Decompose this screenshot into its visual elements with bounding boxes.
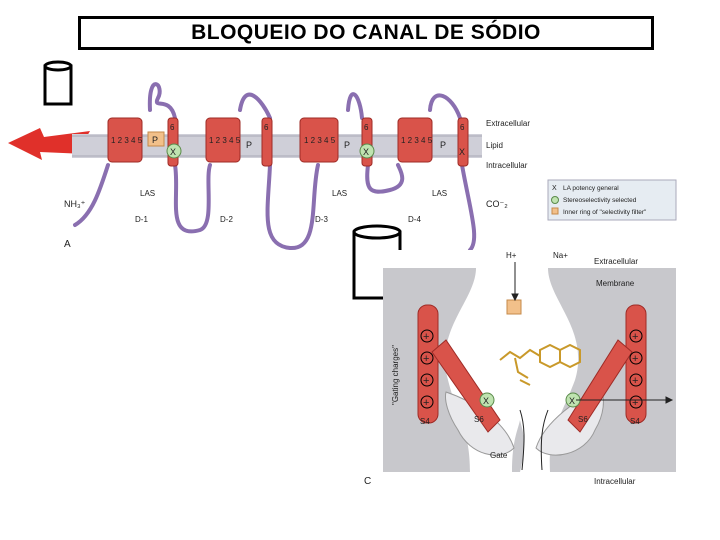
ion-na-label: Na+ bbox=[553, 251, 568, 260]
p-label-d2: P bbox=[246, 140, 252, 150]
slide-title: BLOQUEIO DO CANAL DE SÓDIO bbox=[191, 21, 541, 44]
s6-label-right: S6 bbox=[578, 415, 588, 424]
title-box: BLOQUEIO DO CANAL DE SÓDIO bbox=[78, 16, 654, 50]
pore-square-marker-c bbox=[506, 299, 522, 315]
panel-a-helices bbox=[107, 117, 469, 167]
panel-a-label: A bbox=[64, 239, 71, 250]
domain-1-helices bbox=[107, 117, 179, 167]
pore-p-labels: P P P P bbox=[147, 131, 446, 150]
domain-2-helices bbox=[205, 117, 273, 167]
pore-square-marker bbox=[147, 131, 165, 147]
d3-s6-number: 6 bbox=[364, 123, 369, 132]
panel-a-x-markers: X X X bbox=[166, 143, 465, 159]
panel-a-loops bbox=[73, 82, 477, 252]
d4-s6-number: 6 bbox=[460, 123, 465, 132]
plus-markers-left: + + + + bbox=[420, 329, 434, 409]
p-label-d3: P bbox=[344, 140, 350, 150]
svg-text:X: X bbox=[483, 396, 489, 406]
legend-circle-symbol bbox=[551, 196, 559, 204]
las-label-1: LAS bbox=[140, 189, 155, 198]
svg-text:+: + bbox=[632, 397, 638, 409]
d2-s6-number: 6 bbox=[264, 123, 269, 132]
x-marker-d1: X bbox=[170, 147, 176, 157]
n-terminus-label: NH₃⁺ bbox=[64, 199, 86, 209]
domain-4-helices bbox=[397, 117, 469, 167]
s4-label-right: S4 bbox=[630, 417, 640, 426]
p-label-d1: P bbox=[152, 135, 158, 145]
panel-c-label: C bbox=[364, 476, 371, 487]
panel-c-arrows bbox=[511, 262, 674, 471]
membrane-label: Membrane bbox=[596, 279, 635, 288]
plus-markers-right: + + + + bbox=[629, 329, 643, 409]
svg-text:+: + bbox=[632, 331, 638, 343]
svg-text:+: + bbox=[423, 375, 429, 387]
las-label-3: LAS bbox=[432, 189, 447, 198]
c-terminus-label: CO⁻₂ bbox=[486, 199, 508, 209]
domain-label-4: D-4 bbox=[408, 215, 421, 224]
cylinder-icon-top bbox=[43, 60, 73, 106]
domain-label-2: D-2 bbox=[220, 215, 233, 224]
d4-segment-numbers: 1 2 3 4 5 bbox=[401, 136, 433, 145]
las-label-2: LAS bbox=[332, 189, 347, 198]
gating-charges-label: "Gating charges" bbox=[391, 345, 400, 405]
x-marker-d3: X bbox=[363, 147, 369, 157]
legend-item-2: Stereoselectivity selected bbox=[563, 197, 637, 204]
d3-segment-numbers: 1 2 3 4 5 bbox=[304, 136, 336, 145]
panel-c: + + + + + + + + X X H+ bbox=[364, 250, 676, 487]
svg-text:+: + bbox=[423, 397, 429, 409]
svg-text:+: + bbox=[632, 353, 638, 365]
legend-item-1: LA potency general bbox=[563, 185, 619, 192]
svg-text:+: + bbox=[423, 353, 429, 365]
red-lightning-arrow bbox=[8, 128, 116, 160]
ion-h-label: H+ bbox=[506, 251, 517, 260]
x-marker-d4: X bbox=[459, 147, 465, 157]
layer-extracellular: Extracellular bbox=[486, 119, 530, 128]
d1-segment-numbers: 1 2 3 4 5 bbox=[111, 136, 143, 145]
svg-text:+: + bbox=[423, 331, 429, 343]
intracellular-label: Intracellular bbox=[594, 477, 636, 486]
d2-segment-numbers: 1 2 3 4 5 bbox=[209, 136, 241, 145]
svg-text:X: X bbox=[569, 396, 575, 406]
panel-c-x-markers: X X bbox=[479, 392, 581, 408]
layer-intracellular: Intracellular bbox=[486, 161, 528, 170]
svg-text:+: + bbox=[632, 375, 638, 387]
extracellular-label: Extracellular bbox=[594, 257, 638, 266]
s6-label-left: S6 bbox=[474, 415, 484, 424]
drug-molecule bbox=[499, 343, 581, 386]
legend: X LA potency general Stereoselectivity s… bbox=[547, 179, 677, 221]
legend-item-3: Inner ring of "selectivity filter" bbox=[563, 209, 647, 216]
domain-label-1: D-1 bbox=[135, 215, 148, 224]
d1-s6-number: 6 bbox=[170, 123, 175, 132]
legend-square-symbol bbox=[551, 207, 559, 215]
s4-label-left: S4 bbox=[420, 417, 430, 426]
layer-lipid: Lipid bbox=[486, 141, 503, 150]
legend-x-symbol: X bbox=[552, 185, 557, 192]
domain-label-3: D-3 bbox=[315, 215, 328, 224]
p-label-d4: P bbox=[440, 140, 446, 150]
gate-label: Gate bbox=[490, 451, 508, 460]
